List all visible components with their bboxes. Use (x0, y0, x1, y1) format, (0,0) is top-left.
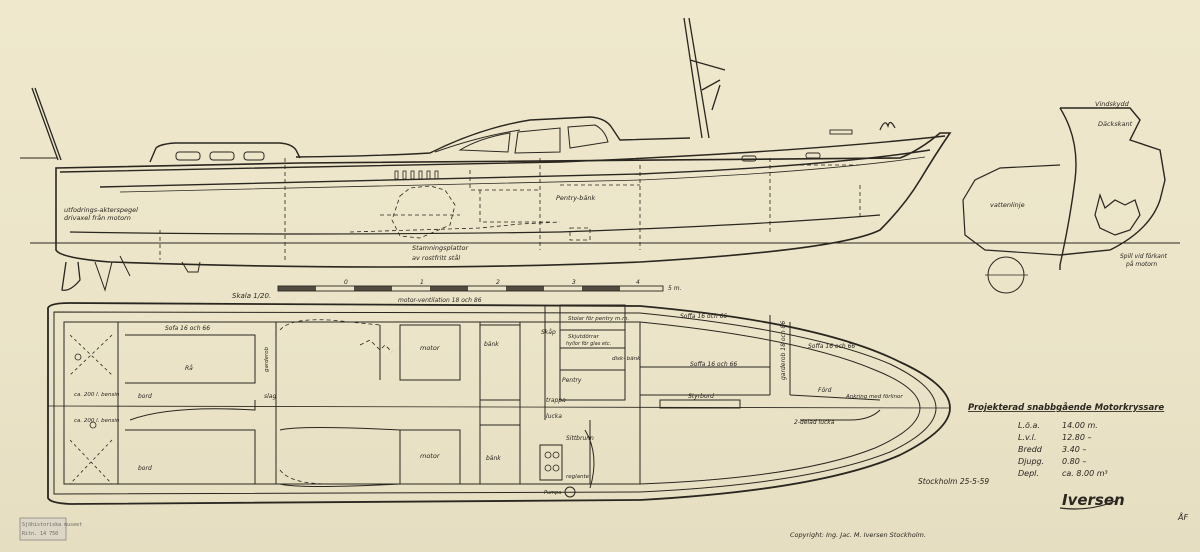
pentry-bank-label: Pentry-bänk (556, 194, 595, 202)
vindskydd-label: Vindskydd (1095, 100, 1130, 108)
bensin-top-label: ca. 200 l. bensin (74, 392, 120, 398)
dorr-lucka-label: 2-delad lucka (794, 419, 835, 426)
scale-tick-2: 2 (496, 279, 500, 286)
stove (539, 444, 563, 481)
ratt-label: Rå (185, 365, 193, 372)
body-section: Vindskydd Däckskant vattenlinje Spill vi… (962, 100, 1180, 294)
spill-label: Spill vid förkant (1120, 253, 1168, 260)
pumpa-label: Pumpa (544, 490, 561, 496)
motor-top-label: motor (420, 344, 441, 352)
cabin-roof (149, 142, 301, 163)
signature: Iversen (1062, 491, 1125, 509)
soffa-right-label: Soffa 16 och 66 (808, 343, 855, 350)
dackskant-label: Däckskant (1098, 120, 1133, 128)
bank2-label: bänk (486, 455, 501, 462)
spec-value-djupg: 0.80 – (1062, 457, 1086, 466)
slag-label: slag (264, 393, 276, 400)
flag-staff (31, 87, 62, 161)
spec-value-depl: ca. 8.00 m³ (1062, 469, 1108, 478)
cabin-windows (175, 124, 821, 162)
stern-note-2: drivaxel från motorn (64, 213, 131, 222)
spec-label-bredd: Bredd (1018, 445, 1043, 454)
scale-bar: Skala 1/20. 0 1 2 3 4 5 m. (232, 279, 682, 300)
ankare-label: Ankring med förlinor (845, 394, 903, 400)
pentry-label: Pentry (562, 377, 582, 384)
archive-stamp: Sjöhistoriska museet Ritn. 14 750 (19, 517, 82, 541)
stolar-label: Stolar för pentry m.m. (568, 316, 629, 322)
sittbrunn-label: Sittbrunn (566, 435, 594, 442)
vattenlinje-label: vattenlinje (990, 201, 1025, 209)
stemning-label-2: av rostfritt stål (412, 253, 460, 262)
forsk-label: Förd (818, 387, 832, 394)
plan-view: motor-ventilation 18 och 86 Sofa 16 och … (47, 297, 951, 505)
disk-label: disk- bänk (612, 356, 641, 362)
scale-tick-3: 3 (572, 279, 576, 286)
spill-label-2: på motorn (1125, 261, 1157, 268)
stamp-line-2: Ritn. 14 750 (22, 531, 58, 537)
drawing-title: Projekterad snabbgående Motorkryssare (968, 402, 1164, 413)
place-date: Stockholm 25-5-59 (918, 477, 989, 486)
corner-mark: ÅF (1177, 511, 1188, 522)
scale-label: Skala 1/20. (232, 292, 271, 300)
rudder (61, 261, 81, 291)
lucka-label: lucka (546, 413, 562, 420)
bensin-bottom-label: ca. 200 l. bensin (74, 418, 120, 424)
mast (683, 17, 726, 139)
bord-label: bord (138, 393, 152, 400)
stern-note: utfodrings-akterspegel (64, 206, 138, 214)
pentry-bank-side-label: garderob (264, 346, 270, 372)
scale-tick-4: 4 (636, 279, 640, 286)
spec-value-lvl: 12.80 – (1062, 433, 1091, 442)
spec-value-bredd: 3.40 – (1062, 445, 1086, 454)
copyright: Copyright: Ing. Jac. M. Iversen Stockhol… (790, 531, 926, 539)
hull-outline (55, 132, 952, 268)
spec-label-djupg: Djupg. (1018, 457, 1044, 466)
stamp-line-1: Sjöhistoriska museet (22, 522, 82, 528)
stemning-label: Stamningsplattor (412, 244, 470, 252)
sofa-left-label: Sofa 16 och 66 (165, 325, 210, 332)
skjutdorr-label: Skjutdörrar (568, 334, 600, 340)
scale-tick-5: 5 m. (668, 285, 682, 292)
plan-outline (47, 302, 951, 505)
motor-ventilation-label: motor-ventilation 18 och 86 (398, 297, 482, 304)
spec-label-loa: L.ö.a. (1018, 421, 1040, 430)
reglante-label: reglante (566, 474, 590, 480)
motor-bottom-label: motor (420, 452, 441, 460)
hyllor-label: hyllor för glas etc. (566, 341, 611, 347)
garderob-label: garderob 18 och 86 (780, 321, 787, 380)
trappa-label: trappa (546, 397, 566, 404)
soffa-mid-label: Soffa 16 och 66 (680, 313, 727, 320)
soffa-center-label: Soffa 16 och 66 (690, 361, 737, 368)
scale-tick-1: 1 (420, 279, 424, 286)
side-profile: utfodrings-akterspegel drivaxel från mot… (20, 17, 1040, 292)
scale-tick-0: 0 (344, 279, 348, 286)
spec-label-lvl: L.v.l. (1018, 433, 1036, 442)
title-block: Projekterad snabbgående Motorkryssare L.… (790, 402, 1188, 539)
side-portholes (394, 170, 439, 180)
spec-label-depl: Depl. (1018, 469, 1039, 478)
specs-table: L.ö.a. 14.00 m. L.v.l. 12.80 – Bredd 3.4… (1018, 421, 1108, 478)
bord-left-label: bord (138, 465, 152, 472)
spec-value-loa: 14.00 m. (1062, 421, 1098, 430)
bank-label: bänk (484, 341, 499, 348)
skap-label: Skåp (541, 329, 556, 336)
styrbord-label: Styrbord (688, 393, 714, 400)
